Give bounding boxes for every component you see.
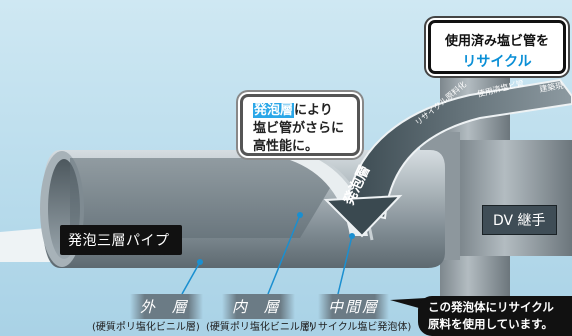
leader-dot-inner — [297, 212, 303, 218]
joint-horizontal — [460, 140, 572, 256]
foam-callout-line2: 塩ビ管がさらに — [253, 121, 345, 136]
layer-inner-name: 内 層 — [222, 294, 295, 319]
foam-callout-line3: 高性能に。 — [253, 139, 319, 154]
leader-middle — [337, 235, 353, 295]
foam-callout-highlight: 発泡層 — [253, 103, 295, 118]
recycle-callout-line2: リサイクル — [462, 54, 532, 70]
recycle-callout: 使用済み塩ビ管を リサイクル — [428, 20, 566, 74]
recycle-note-line1: この発泡体にリサイクル — [428, 300, 554, 314]
layer-outer-name: 外 層 — [130, 294, 203, 319]
pipe-cut — [70, 158, 330, 238]
layer-middle-sub: (リサイクル塩ビ発泡体) — [304, 322, 412, 333]
arrow-head — [323, 194, 403, 238]
layer-outer-sub: (硬質ポリ塩化ビニル層) — [92, 322, 200, 333]
leader-inner — [267, 214, 301, 295]
foam-callout-line1: により — [294, 103, 333, 118]
pipe-label: 発泡三層パイプ — [60, 225, 182, 255]
recycle-note-line2: 原料を使用しています。 — [428, 317, 554, 331]
foam-callout: 発泡層により 塩ビ管がさらに 高性能に。 — [240, 94, 360, 156]
joint-label: DV 継手 — [482, 205, 557, 235]
layer-middle-name: 中間層 — [318, 294, 390, 319]
leader-dot-middle — [349, 233, 355, 239]
layer-inner-sub: (硬質ポリ塩化ビニル層) — [206, 322, 314, 333]
arrow-text-3: 建築現 — [539, 80, 564, 94]
leader-outer — [181, 261, 201, 295]
recycle-note: この発泡体にリサイクル 原料を使用しています。 — [418, 296, 572, 336]
recycle-callout-line1: 使用済み塩ビ管を — [444, 34, 549, 49]
note-pointer — [390, 298, 426, 310]
leader-dot-outer — [197, 259, 203, 265]
